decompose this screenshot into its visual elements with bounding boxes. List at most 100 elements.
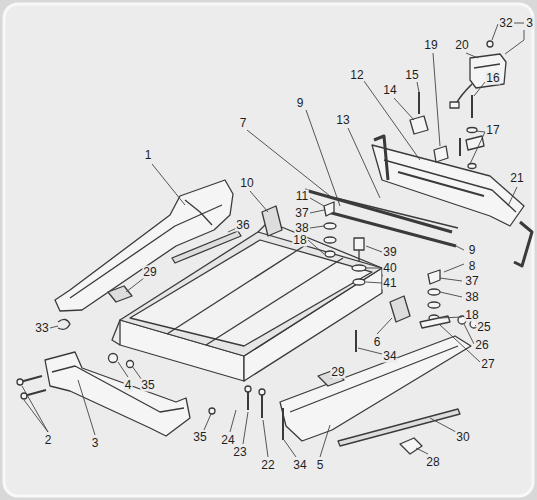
washer — [428, 302, 440, 308]
panel-seam — [206, 258, 343, 345]
bolt-head — [245, 386, 251, 392]
callout-number: 22 — [260, 459, 275, 472]
callout-number: 29 — [330, 366, 345, 379]
callout-number: 40 — [382, 262, 397, 275]
nut — [353, 279, 365, 285]
callout-number: 30 — [455, 431, 470, 444]
callout-number: 27 — [480, 358, 495, 371]
panel-seam — [167, 246, 304, 334]
callout-number: 12 — [349, 69, 364, 82]
pad — [262, 206, 282, 236]
callout-number: 15 — [404, 69, 419, 82]
callout-number: 1 — [144, 149, 153, 162]
paper — [4, 4, 533, 496]
callout-number: 8 — [468, 260, 477, 273]
callout-number: 6 — [373, 336, 382, 349]
leader-lines — [22, 23, 524, 457]
pad — [390, 296, 410, 322]
channel-edge — [384, 160, 516, 212]
callout-number: 23 — [232, 446, 247, 459]
callout-number: 11 — [295, 190, 309, 203]
rod — [336, 198, 458, 228]
tray-top — [120, 232, 382, 356]
bar-edge — [52, 366, 184, 412]
callout-number: 38 — [294, 222, 309, 235]
callout-number: 38 — [464, 291, 479, 304]
bracket — [434, 146, 448, 162]
callout-number: 9 — [296, 97, 305, 110]
callout-number: 21 — [509, 172, 524, 185]
callout-number: 37 — [464, 275, 479, 288]
callout-number: 3 — [91, 437, 100, 450]
washer — [467, 128, 477, 133]
bracket — [400, 438, 422, 454]
clip — [58, 319, 70, 329]
bolt — [354, 238, 364, 262]
front-bar — [45, 352, 190, 436]
washer — [324, 237, 336, 243]
bolt-head — [259, 389, 265, 395]
callout-number: 36 — [235, 219, 250, 232]
nut — [109, 354, 118, 363]
pad — [108, 286, 132, 302]
callout-number: 37 — [294, 207, 309, 220]
washer — [324, 223, 336, 229]
lamp-lens — [474, 64, 500, 68]
callout-number: 24 — [220, 434, 235, 447]
side-rail — [280, 336, 471, 441]
lamp — [470, 54, 506, 88]
callout-number: 35 — [192, 431, 207, 444]
callout-number: 7 — [239, 117, 248, 130]
callout-number: 17 — [485, 124, 500, 137]
callout-number: 34 — [382, 350, 397, 363]
callout-number: 4 — [124, 379, 133, 392]
callout-number: 20 — [454, 39, 469, 52]
handle — [374, 136, 532, 266]
callout-number: 28 — [425, 456, 440, 469]
washer — [428, 289, 440, 295]
tray-corner — [112, 320, 120, 345]
wire — [456, 84, 472, 104]
callout-number: 2 — [44, 434, 53, 447]
callout-number: 32 — [498, 17, 513, 30]
nut — [325, 251, 335, 257]
callout-number: 25 — [476, 321, 491, 334]
stud — [248, 330, 356, 440]
callout-number: 14 — [382, 84, 397, 97]
callout-number: 16 — [485, 72, 500, 85]
screw — [418, 92, 420, 114]
callout-number: 35 — [140, 379, 155, 392]
rail-edge — [185, 200, 212, 225]
callout-number: 29 — [142, 266, 157, 279]
tray-panel — [130, 240, 372, 346]
top-channel — [372, 145, 524, 226]
rail-edge — [290, 346, 458, 412]
bolt — [428, 270, 440, 284]
callout-number: 41 — [382, 277, 397, 290]
callout-number: 26 — [474, 339, 489, 352]
callout-number: 18 — [292, 234, 307, 247]
parts — [17, 41, 532, 454]
callout-number: 13 — [335, 114, 350, 127]
channel-slot — [398, 172, 484, 196]
washer — [352, 265, 366, 271]
rod — [328, 212, 456, 246]
callout-number: 3 — [525, 17, 534, 30]
callout-number: 19 — [423, 39, 438, 52]
callout-number: 9 — [468, 244, 477, 257]
nut — [209, 408, 215, 414]
callout-number: 34 — [292, 459, 307, 472]
bolt-head — [17, 379, 23, 385]
callout-number: 33 — [34, 322, 49, 335]
connector — [450, 102, 459, 108]
callout-number: 39 — [382, 246, 397, 259]
screw-head — [487, 41, 493, 47]
bracket — [466, 136, 484, 150]
washer — [468, 164, 476, 169]
bolt — [324, 202, 334, 216]
rod — [338, 409, 460, 446]
callout-number: 5 — [316, 459, 325, 472]
callout-number: 10 — [239, 177, 254, 190]
